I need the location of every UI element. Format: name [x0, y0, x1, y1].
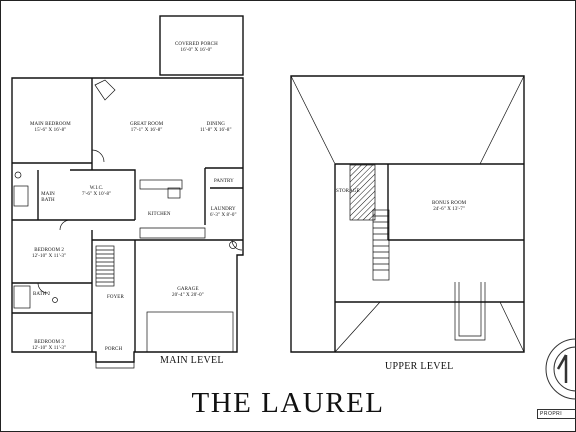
room-kitchen: KITCHEN [148, 212, 171, 218]
room-bedroom2: BEDROOM 2 12'-10" X 11'-3" [32, 248, 66, 260]
room-name: W.I.C. [89, 186, 104, 191]
room-name: BATH 2 [33, 292, 51, 297]
room-dim: 20'-4" X 20'-0" [172, 293, 204, 298]
plan-title: THE LAUREL [191, 387, 385, 419]
room-name: KITCHEN [148, 212, 171, 217]
room-dim: 17'-1" X 16'-8" [130, 128, 163, 133]
room-dim: 7'-6" X 10'-8" [82, 192, 112, 197]
room-name: LAUNDRY [210, 207, 236, 212]
room-wic: W.I.C. 7'-6" X 10'-8" [82, 186, 111, 198]
room-name: COVERED PORCH [175, 42, 218, 47]
room-storage: STORAGE [336, 189, 360, 195]
room-dim: 24'-6" X 13'-7" [433, 207, 466, 212]
room-name: GREAT ROOM [130, 122, 164, 127]
room-dim: 16'-0" X 16'-0" [180, 48, 213, 53]
upper-level-label: UPPER LEVEL [385, 361, 454, 372]
room-covered-porch: COVERED PORCH 16'-0" X 16'-0" [175, 42, 218, 54]
room-main-bath: MAIN BATH [40, 192, 56, 204]
company-seal-icon [545, 338, 576, 400]
room-name: BEDROOM 2 [34, 248, 64, 253]
room-name: DINING [206, 122, 225, 127]
room-bedroom3: BEDROOM 3 12'-10" X 11'-3" [32, 340, 66, 352]
room-dim: 12'-10" X 11'-3" [32, 254, 67, 259]
room-main-bedroom: MAIN BEDROOM 15'-6" X 16'-8" [30, 122, 71, 134]
room-name: BONUS ROOM [432, 201, 467, 206]
room-name: PANTRY [214, 179, 234, 184]
room-garage: GARAGE 20'-4" X 20'-0" [172, 287, 204, 299]
proprietary-stamp: PROPRI [537, 409, 576, 419]
room-name: PORCH [105, 347, 123, 352]
room-name: BEDROOM 3 [34, 340, 64, 345]
room-foyer: FOYER [107, 295, 124, 301]
room-pantry: PANTRY [214, 179, 234, 185]
room-dim: 6'-3" X 8'-0" [210, 213, 237, 218]
range-icon [167, 187, 181, 199]
room-bonus-room: BONUS ROOM 24'-6" X 13'-7" [432, 201, 466, 213]
room-dim: 11'-8" X 16'-8" [200, 128, 232, 133]
room-great-room: GREAT ROOM 17'-1" X 16'-8" [130, 122, 163, 134]
main-level-label: MAIN LEVEL [160, 355, 224, 366]
room-name: GARAGE [177, 287, 199, 292]
room-dining: DINING 11'-8" X 16'-8" [200, 122, 232, 134]
upper-level-outline [290, 75, 525, 353]
room-name: FOYER [107, 295, 124, 300]
room-name: MAIN BATH [41, 192, 55, 203]
room-name: STORAGE [336, 189, 360, 194]
room-bath2: BATH 2 [33, 292, 50, 298]
room-name: MAIN BEDROOM [30, 122, 71, 127]
room-dim: 12'-10" X 11'-3" [32, 346, 67, 351]
room-dim: 15'-6" X 16'-8" [34, 128, 67, 133]
room-porch: PORCH [105, 347, 122, 353]
covered-porch-outline [159, 15, 244, 76]
room-laundry: LAUNDRY 6'-3" X 8'-0" [210, 207, 237, 219]
